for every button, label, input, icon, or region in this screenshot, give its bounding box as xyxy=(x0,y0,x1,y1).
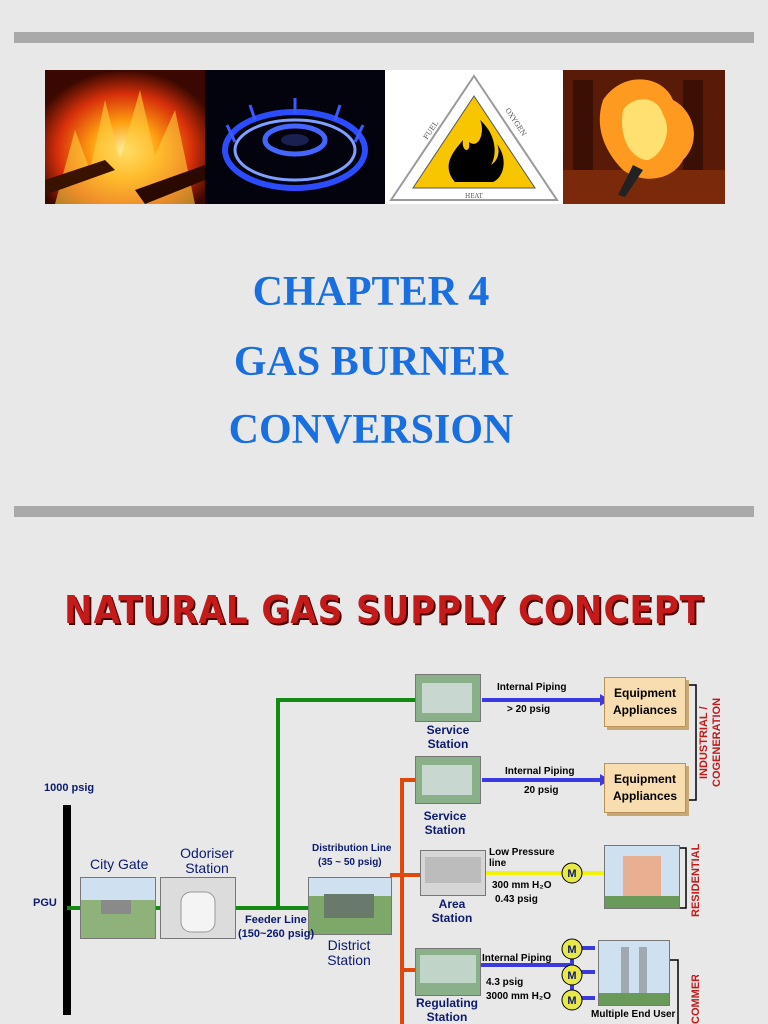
person-on-fire-photo xyxy=(563,70,725,204)
area-station-photo xyxy=(420,850,486,896)
svg-text:M: M xyxy=(567,944,576,956)
chapter-title-line1: GAS BURNER xyxy=(233,339,509,385)
equipment-label: Equipment xyxy=(614,772,676,786)
internal-piping-1-label: Internal Piping xyxy=(497,682,567,693)
pgu-label: PGU xyxy=(33,897,57,909)
internal-piping-4-label: Internal Piping xyxy=(482,953,552,964)
pressure-1000-label: 1000 psig xyxy=(44,782,95,794)
chapter-title-line2: CONVERSION xyxy=(228,407,514,453)
pressure-300mm-label: 300 mm H₂O xyxy=(492,880,552,891)
equipment-box-1: Equipment Appliances xyxy=(604,677,686,727)
odoriser-station-label: Odoriser Station xyxy=(180,845,234,876)
service-station-1-label: Service Station xyxy=(426,723,470,751)
multiple-end-user-label: Multiple End User xyxy=(591,1009,676,1020)
pressure-043-label: 0.43 psig xyxy=(495,894,538,905)
svg-text:M: M xyxy=(567,868,576,880)
service-station-2-photo xyxy=(415,756,481,804)
pressure-43-label: 4.3 psig xyxy=(486,977,524,988)
regulating-station-photo xyxy=(415,948,481,996)
svg-text:M: M xyxy=(567,995,576,1007)
city-gate-photo xyxy=(80,877,156,939)
fire-triangle-sign: FUEL OXYGEN HEAT xyxy=(385,70,563,204)
residential-sector-label: RESIDENTIAL xyxy=(690,843,702,917)
odoriser-station-photo xyxy=(160,877,236,939)
industrial-sector-label: INDUSTRIAL / COGENERATION xyxy=(698,697,723,788)
equipment-box-2: Equipment Appliances xyxy=(604,763,686,813)
service-station-1-photo xyxy=(415,674,481,722)
equipment-label: Equipment xyxy=(614,686,676,700)
distribution-pressure-label: (35 ~ 50 psig) xyxy=(318,857,382,868)
district-station-label: District Station xyxy=(327,937,371,968)
svg-text:M: M xyxy=(567,970,576,982)
top-divider xyxy=(14,32,754,43)
internal-piping-2-label: Internal Piping xyxy=(505,766,575,777)
gas-stove-flame-photo xyxy=(205,70,385,204)
pressure-2-label: 20 psig xyxy=(524,785,559,796)
area-station-label: Area Station xyxy=(431,897,473,925)
commercial-sector-label: COMMERCIAL xyxy=(690,975,702,1024)
feeder-pressure-label: (150~260 psig) xyxy=(238,928,315,940)
feeder-line-label: Feeder Line xyxy=(245,914,307,926)
wood-fire-photo xyxy=(45,70,205,204)
residential-building-photo xyxy=(604,845,680,909)
district-station-photo xyxy=(308,877,392,935)
low-pressure-line-label: Low Pressure line xyxy=(489,847,555,869)
slide-title: NATURAL GAS SUPPLY CONCEPT xyxy=(64,588,704,632)
supply-diagram: M M M M M M xyxy=(63,684,697,1024)
bottom-divider xyxy=(14,506,754,517)
green-branch-line xyxy=(276,698,416,908)
chapter-number: CHAPTER 4 xyxy=(252,269,490,315)
regulating-station-label: Regulating Station xyxy=(416,996,478,1024)
distribution-bus xyxy=(400,778,416,1024)
city-gate-label: City Gate xyxy=(90,856,149,872)
multiple-end-user-photo xyxy=(598,940,670,1006)
fire-triangle-heat-label: HEAT xyxy=(465,193,483,200)
distribution-line-label: Distribution Line xyxy=(312,843,392,854)
pressure-1-label: > 20 psig xyxy=(507,704,551,715)
service-station-2-label: Service Station xyxy=(423,809,467,837)
appliances-label: Appliances xyxy=(612,789,678,803)
pressure-3000mm-label: 3000 mm H₂O xyxy=(486,991,552,1002)
appliances-label: Appliances xyxy=(612,703,678,717)
